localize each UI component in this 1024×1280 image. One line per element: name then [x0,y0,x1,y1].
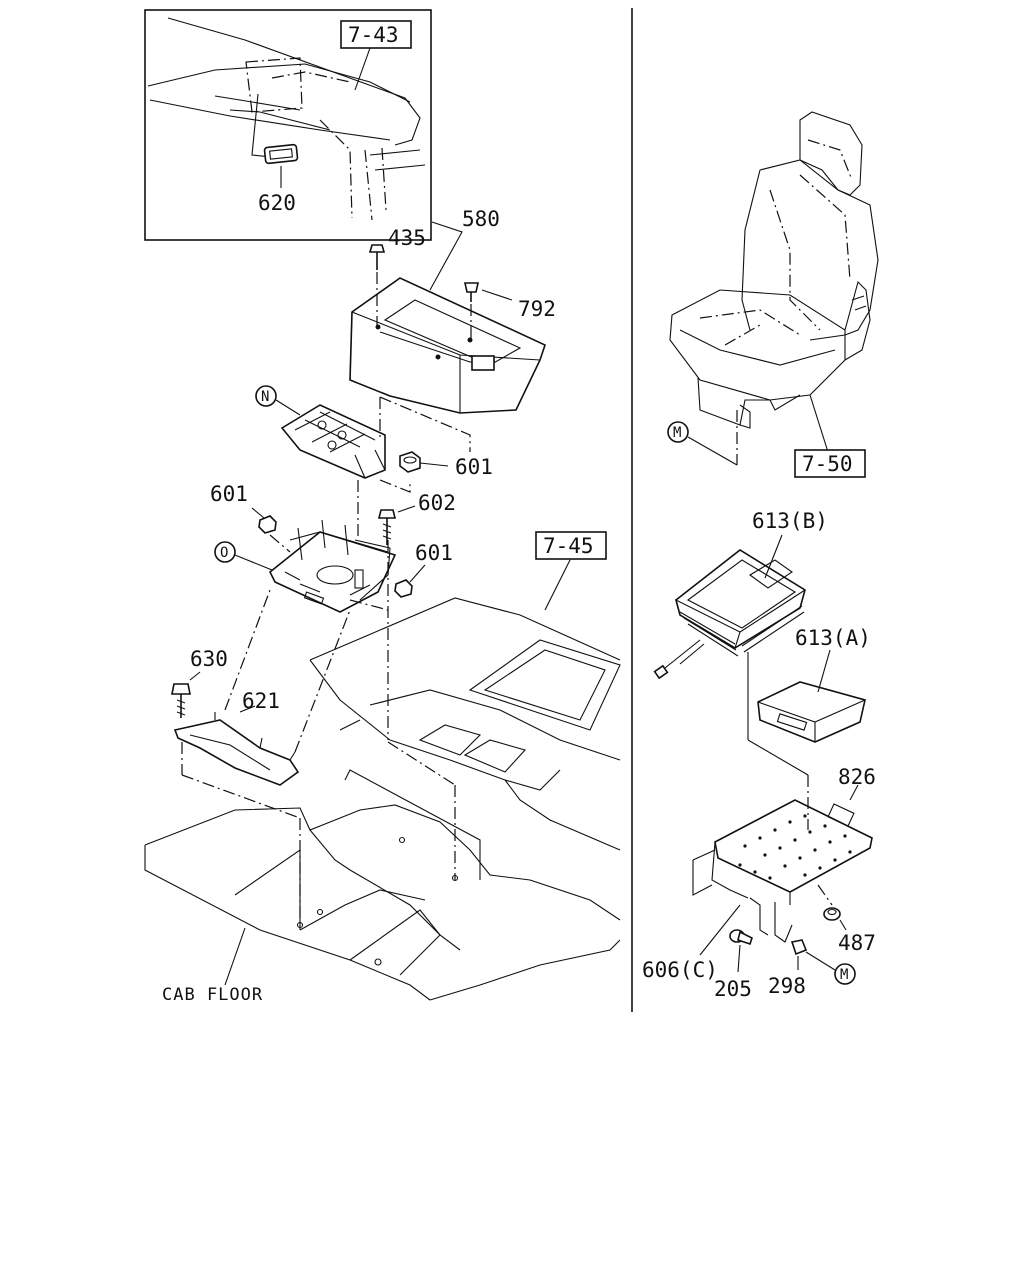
cab-floor: CAB FLOOR [144,774,621,1005]
seat-assembly: 7-50 M [667,111,879,478]
ref-label-7-50: 7-50 [802,452,853,476]
ref-box-7-50 [794,449,866,478]
nut-601-left: 601 [210,482,291,553]
nut-601-top: 601 [399,451,493,479]
part-label-601-right: 601 [415,541,453,565]
ecu-613b: 613(B) [653,509,828,776]
marker-n-letter: N [261,389,269,405]
ref-box-7-45 [535,531,607,560]
part-label-601-top: 601 [455,455,493,479]
part-label-613a: 613(A) [795,626,871,650]
bracket-o: O [214,480,397,740]
marker-m-seat-letter: M [673,425,681,441]
marker-o-letter: O [220,545,228,561]
part-label-792: 792 [518,297,556,321]
bracket-606c: 606(C) [642,904,741,982]
grommet-487: 487 [817,884,876,955]
part-label-487: 487 [838,931,876,955]
bolt-602: 602 [377,491,456,545]
ref-box-7-43 [340,20,412,49]
mount-holes [738,814,852,880]
console-tray-580: 435 792 580 [349,207,556,414]
part-label-601-left: 601 [210,482,248,506]
part-label-602: 602 [418,491,456,515]
ref-label-7-43: 7-43 [348,23,399,47]
inset-overhead-detail: 7-43 620 [144,9,432,241]
nut-601-right: 601 [394,541,453,598]
part-label-826: 826 [838,765,876,789]
part-label-606c: 606(C) [642,958,718,982]
ref-label-7-45: 7-45 [543,534,594,558]
part-label-613b: 613(B) [752,509,828,533]
marker-n [255,385,277,407]
marker-o [214,541,236,563]
bolt-205: 205 [714,929,753,1001]
bracket-621: 621 [173,589,351,786]
part-label-298: 298 [768,974,806,998]
part-label-580: 580 [462,207,500,231]
part-label-435: 435 [388,226,426,250]
bolt-630: 630 [171,647,228,718]
marker-m-bracket [834,963,856,985]
marker-m-bracket-letter: M [840,967,848,983]
part-label-621: 621 [242,689,280,713]
part-label-630: 630 [190,647,228,671]
bracket-n: N [255,385,471,493]
ecu-613a: 613(A) [757,626,871,743]
clip-298: 298 M [768,939,856,998]
part-label-205: 205 [714,977,752,1001]
center-console: 7-45 [309,531,621,880]
cab-floor-label: CAB FLOOR [162,985,263,1005]
part-label-620: 620 [258,191,296,215]
mount-bracket-826: 826 [692,765,876,943]
marker-m-seat [667,421,689,443]
